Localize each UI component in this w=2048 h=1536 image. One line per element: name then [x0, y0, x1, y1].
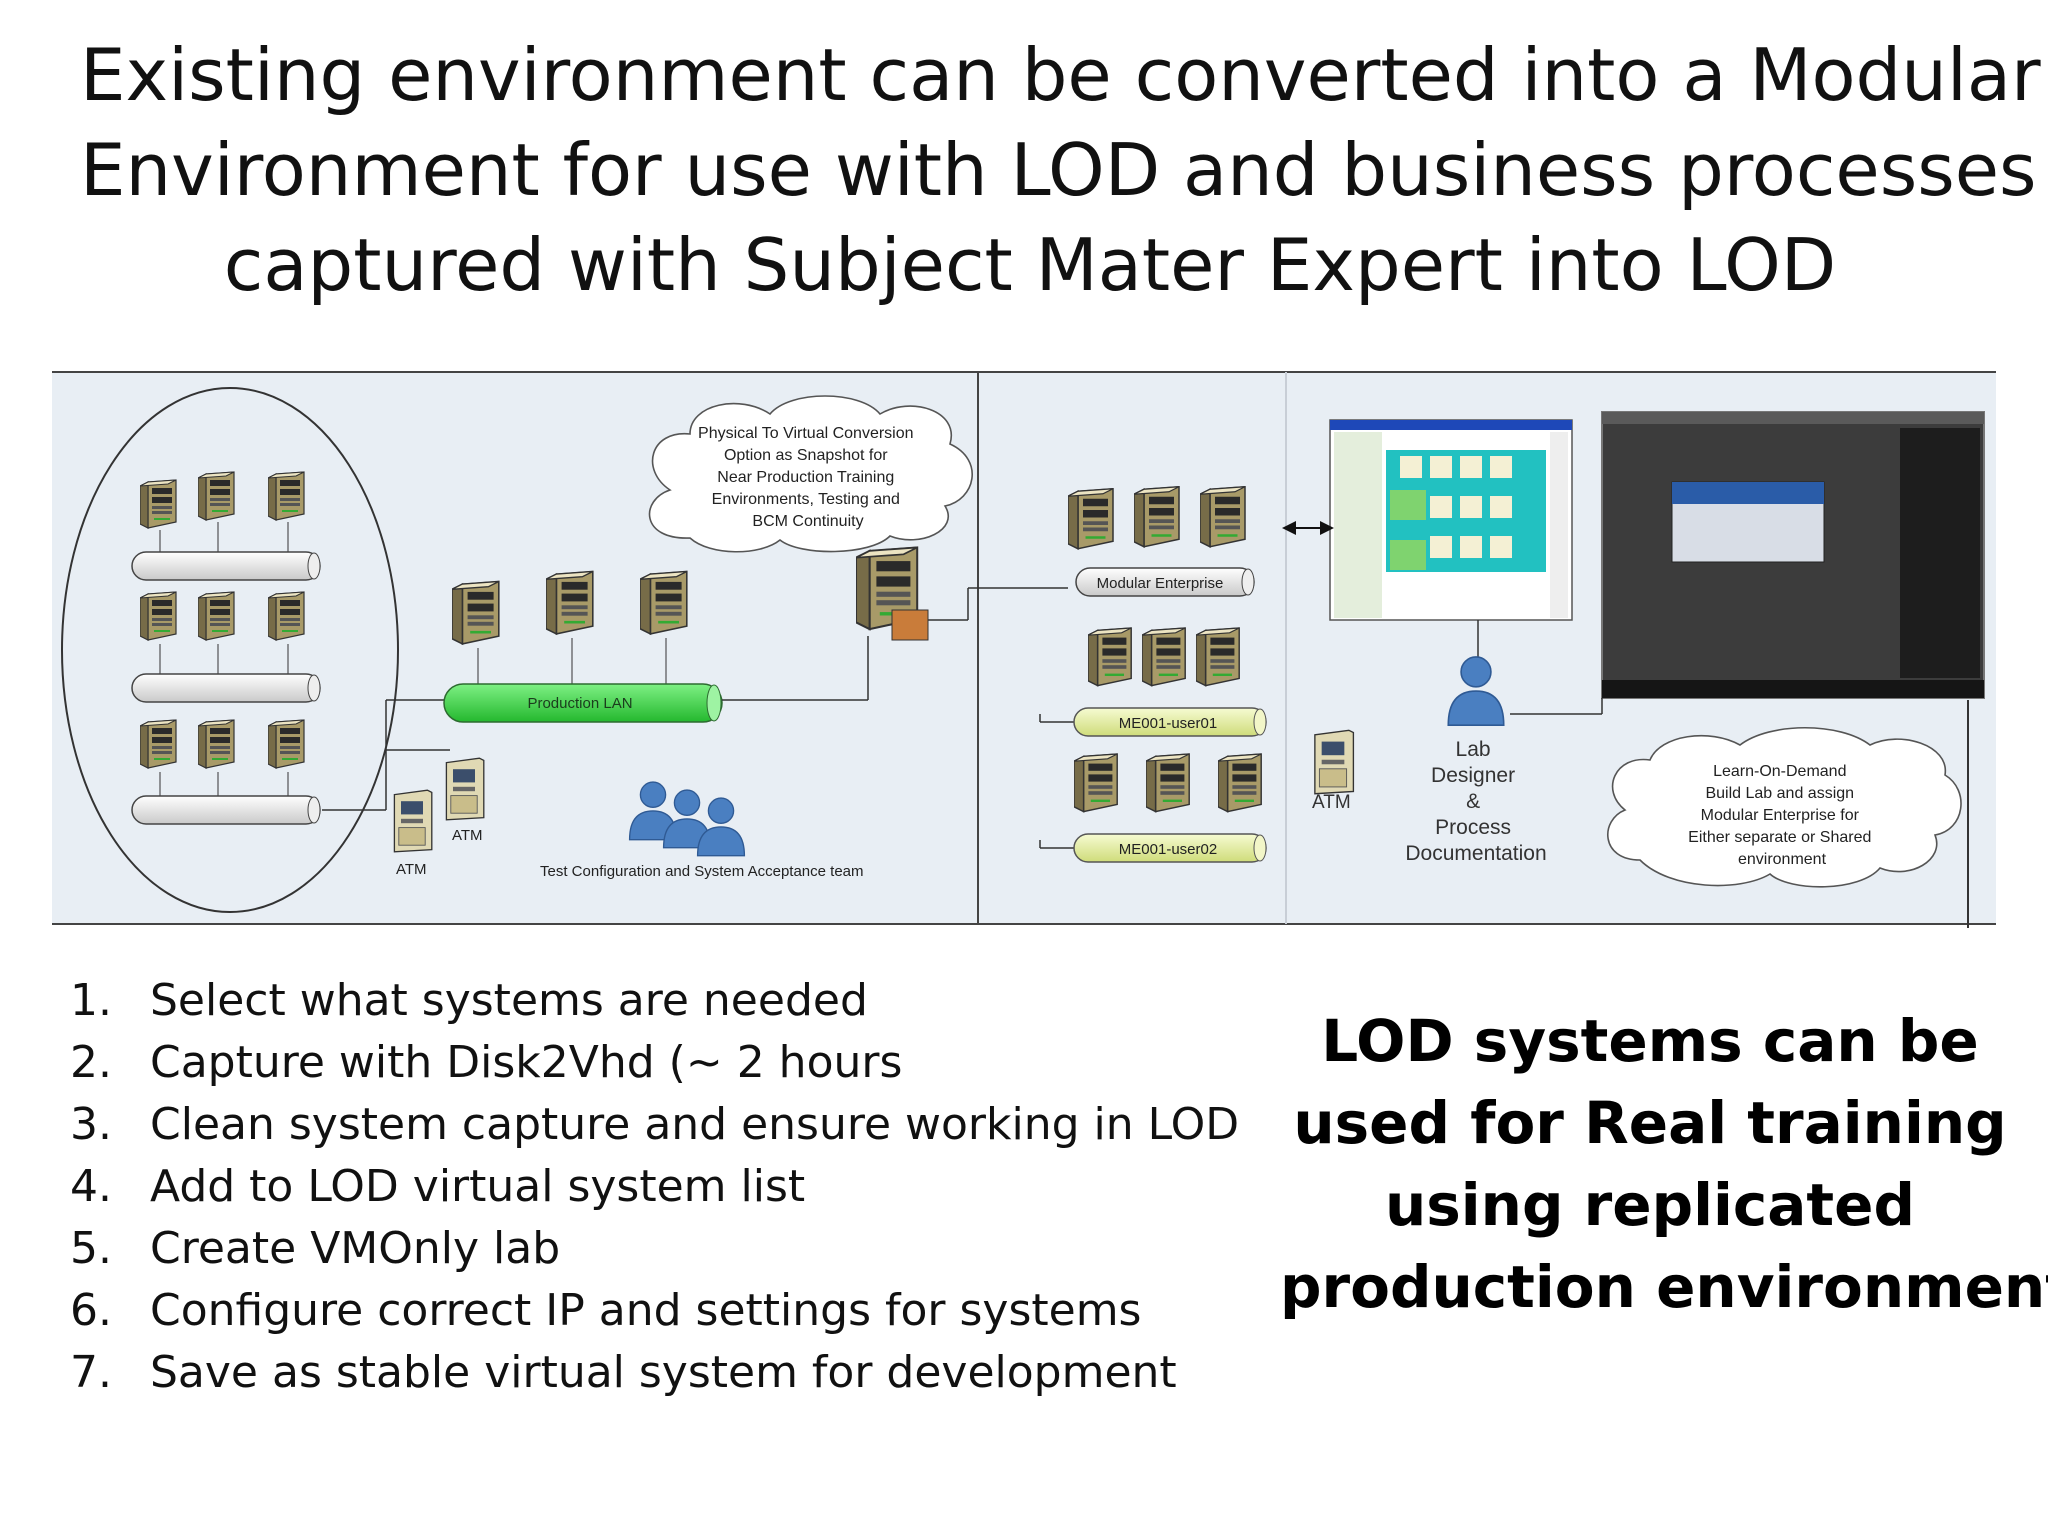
virtual-desktop-screenshot — [1601, 411, 1985, 699]
step-text: Create VMOnly lab — [150, 1223, 561, 1274]
atm-icon — [393, 789, 433, 853]
callout-line: used for Real training — [1293, 1089, 2007, 1157]
callout-line: using replicated — [1384, 1171, 1915, 1239]
atm-label: ATM — [396, 861, 427, 878]
atm-label: ATM — [1312, 792, 1351, 813]
step-number: 1. — [70, 975, 112, 1026]
title-line: Environment for use with LOD and busines… — [80, 128, 2037, 212]
callout-line: production environment — [1280, 1253, 2048, 1321]
physical-server-group — [131, 471, 321, 825]
physical-systems-oval — [61, 387, 399, 913]
p2v-cloud — [648, 395, 973, 553]
user01-server-group — [1088, 627, 1240, 687]
step-number: 5. — [70, 1223, 112, 1274]
list-item: 6. Configure correct IP and settings for … — [70, 1280, 1270, 1342]
step-text: Select what systems are needed — [150, 975, 868, 1026]
title-line: Existing environment can be converted in… — [80, 33, 2041, 117]
list-item: 5. Create VMOnly lab — [70, 1218, 1270, 1280]
production-server-group — [452, 570, 688, 690]
user02-server-group — [1074, 753, 1262, 813]
p2v-cloud-text: Physical To Virtual Conversion Option as… — [698, 425, 918, 530]
slide-title: Existing environment can be converted in… — [80, 28, 2041, 313]
user02-label: ME001-user02 — [1119, 841, 1217, 858]
lod-cloud-text: Learn-On-Demand Build Lab and assign Mod… — [1688, 763, 1876, 868]
lod-screenshot — [1329, 419, 1573, 621]
step-text: Save as stable virtual system for develo… — [150, 1347, 1177, 1398]
lab-designer-label: Lab Designer & Process Documentation — [1405, 738, 1546, 865]
list-item: 2. Capture with Disk2Vhd (~ 2 hours — [70, 1032, 1270, 1094]
list-item: 4. Add to LOD virtual system list — [70, 1156, 1270, 1218]
test-team-label: Test Configuration and System Acceptance… — [540, 863, 864, 880]
list-item: 1. Select what systems are needed — [70, 970, 1270, 1032]
step-number: 2. — [70, 1037, 112, 1088]
lod-cloud — [1607, 727, 1962, 888]
production-lan-label: Production LAN — [527, 695, 632, 712]
step-text: Clean system capture and ensure working … — [150, 1099, 1240, 1150]
production-lan-bus — [443, 683, 723, 723]
callout-line: LOD systems can be — [1321, 1007, 1979, 1075]
step-text: Add to LOD virtual system list — [150, 1161, 806, 1212]
title-line: captured with Subject Mater Expert into … — [223, 223, 1837, 307]
step-number: 4. — [70, 1161, 112, 1212]
steps-list: 1. Select what systems are needed 2. Captu… — [70, 970, 1270, 1404]
list-item: 3. Clean system capture and ensure workin… — [70, 1094, 1270, 1156]
step-text: Capture with Disk2Vhd (~ 2 hours — [150, 1037, 903, 1088]
modular-enterprise-server-group — [1068, 486, 1246, 550]
atm-label: ATM — [452, 827, 483, 844]
step-number: 7. — [70, 1347, 112, 1398]
callout-text: LOD systems can be used for Real trainin… — [1280, 1000, 2048, 1328]
atm-icon — [445, 757, 485, 821]
modular-enterprise-label: Modular Enterprise — [1097, 575, 1224, 592]
step-number: 3. — [70, 1099, 112, 1150]
list-item: 7. Save as stable virtual system for deve… — [70, 1342, 1270, 1404]
step-text: Configure correct IP and settings for sy… — [150, 1285, 1142, 1336]
step-number: 6. — [70, 1285, 112, 1336]
atm-icon — [1314, 729, 1355, 795]
user01-label: ME001-user01 — [1119, 715, 1217, 732]
